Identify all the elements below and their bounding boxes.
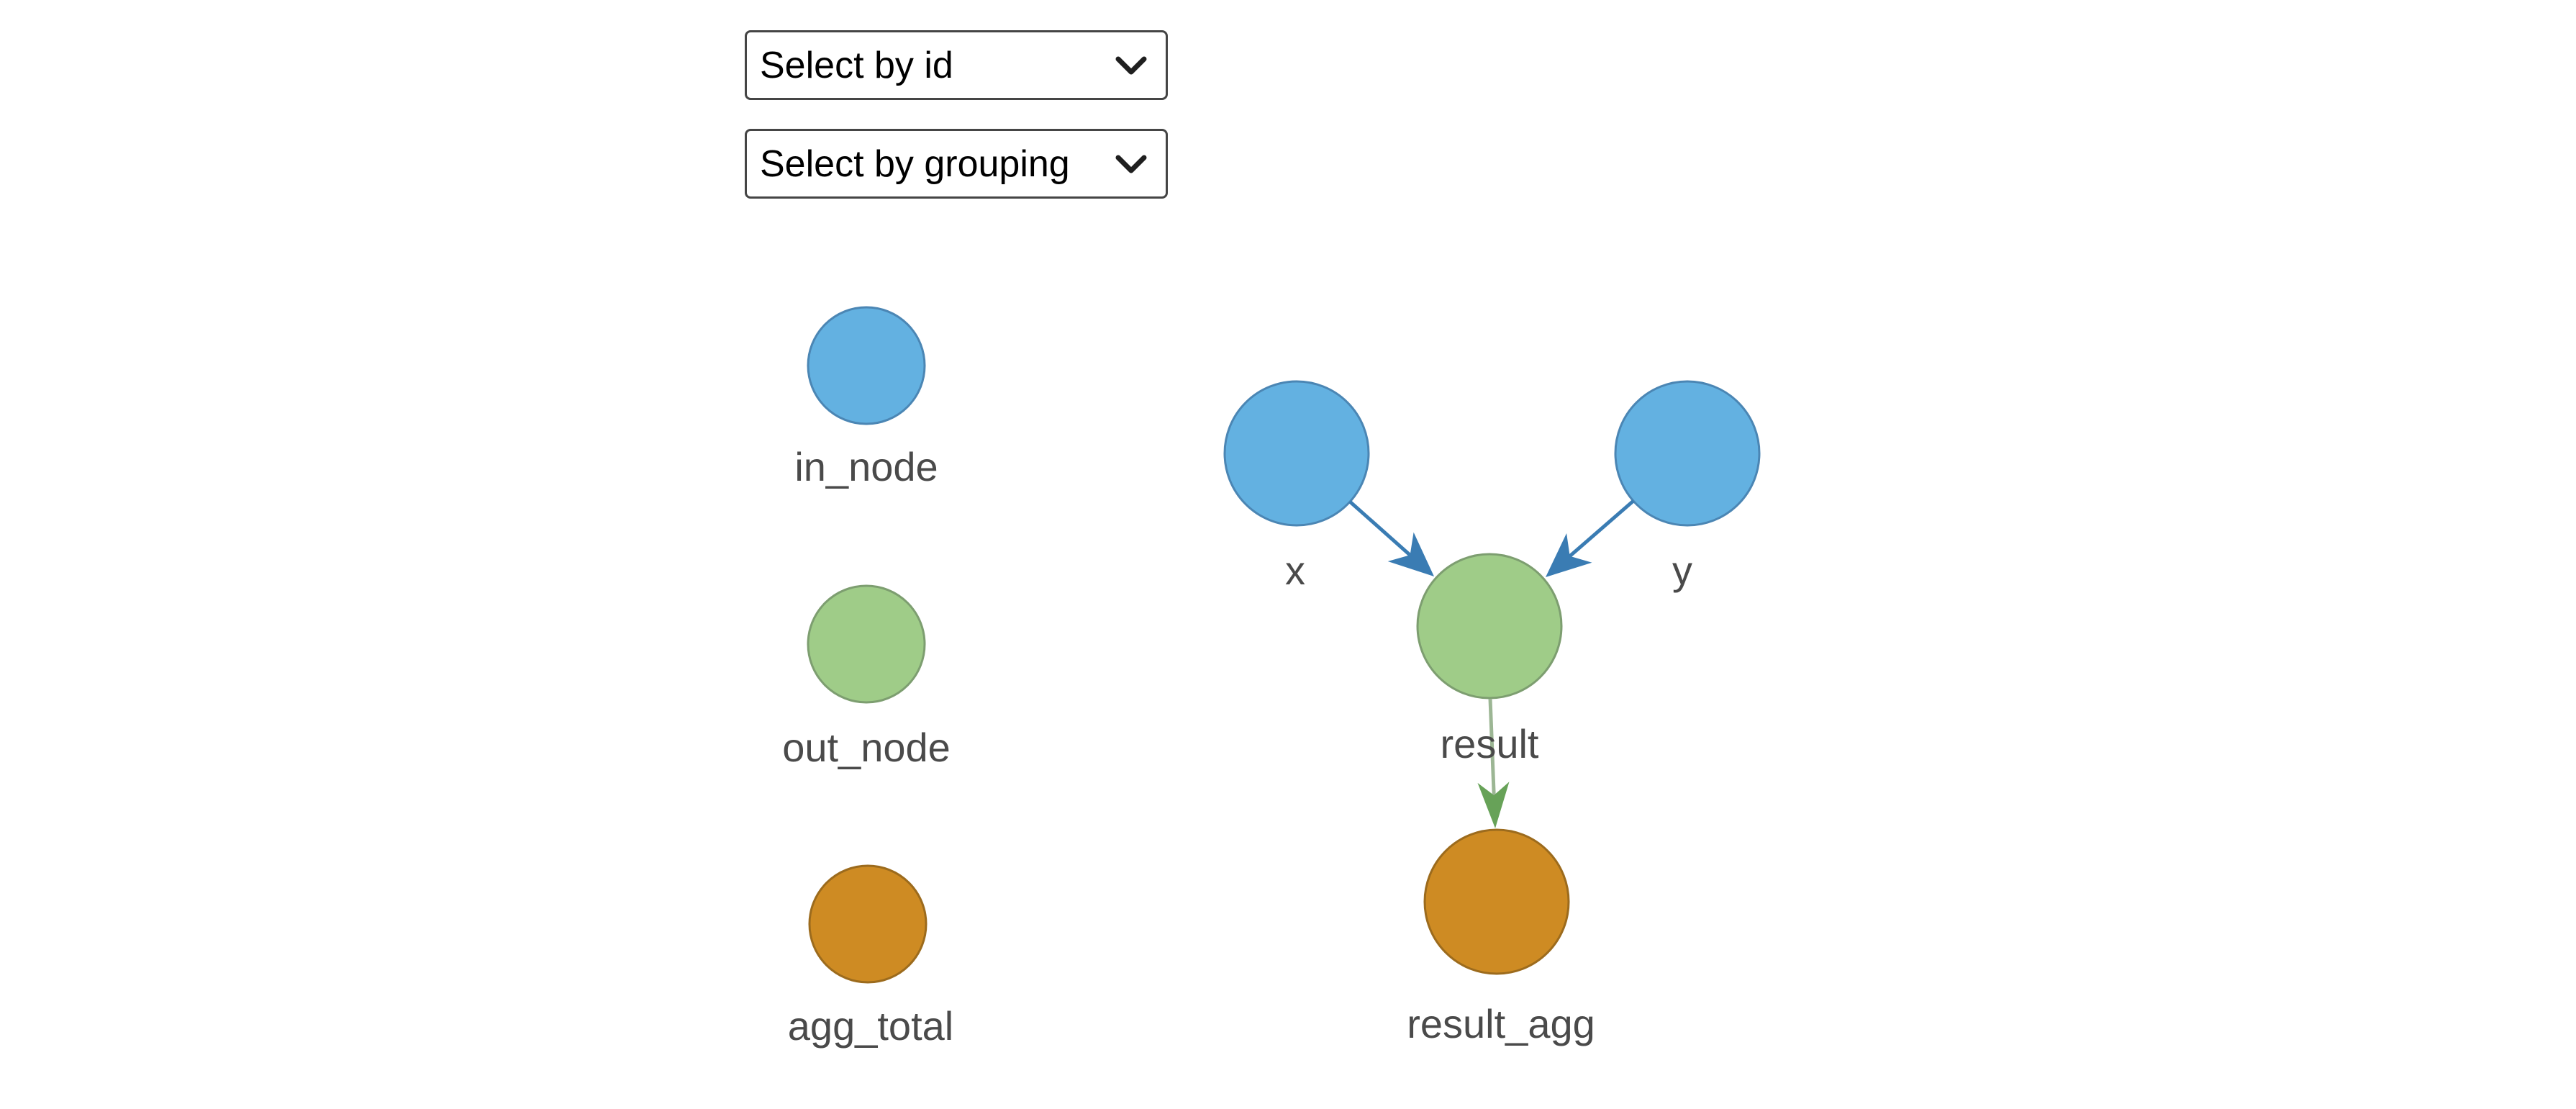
node-result_agg[interactable] (1423, 828, 1570, 975)
edge-line (1348, 500, 1419, 563)
graph-nodes (1223, 380, 1761, 975)
legend-label-in_node: in_node (794, 444, 938, 489)
legend-item-in_node: in_node (794, 306, 938, 489)
node-label-result_agg: result_agg (1407, 1001, 1595, 1046)
edge-x-result (1348, 500, 1434, 576)
legend-label-agg_total: agg_total (788, 1003, 953, 1049)
legend-item-out_node: out_node (782, 584, 951, 770)
edge-result-result_agg (1477, 698, 1510, 828)
legend-item-agg_total: agg_total (788, 864, 953, 1049)
legend-swatch-in_node (807, 306, 926, 425)
legend-label-out_node: out_node (782, 725, 951, 770)
edge-line (1561, 499, 1635, 564)
edge-arrowhead-icon (1477, 782, 1510, 828)
legend: in_node out_node agg_total (782, 306, 953, 1049)
select-by-grouping-wrap: Select by grouping (745, 129, 1168, 199)
edge-line (1488, 698, 1497, 806)
node-x[interactable] (1223, 380, 1370, 527)
legend-swatch-out_node (807, 584, 926, 704)
node-label-x: x (1285, 548, 1305, 593)
select-by-id-wrap: Select by id (745, 30, 1168, 100)
edge-arrowhead-icon (1387, 532, 1434, 576)
legend-swatch-agg_total (808, 864, 928, 984)
graph-edges (1348, 499, 1635, 828)
node-result[interactable] (1416, 553, 1563, 700)
node-label-result: result (1441, 721, 1539, 766)
select-by-grouping[interactable]: Select by grouping (745, 129, 1168, 199)
node-label-y: y (1672, 548, 1692, 593)
edge-y-result (1546, 499, 1635, 577)
node-y[interactable] (1614, 380, 1761, 527)
edge-arrowhead-icon (1546, 533, 1592, 577)
select-by-id[interactable]: Select by id (745, 30, 1168, 100)
graph-node-labels: x y result result_agg (1285, 548, 1692, 1046)
